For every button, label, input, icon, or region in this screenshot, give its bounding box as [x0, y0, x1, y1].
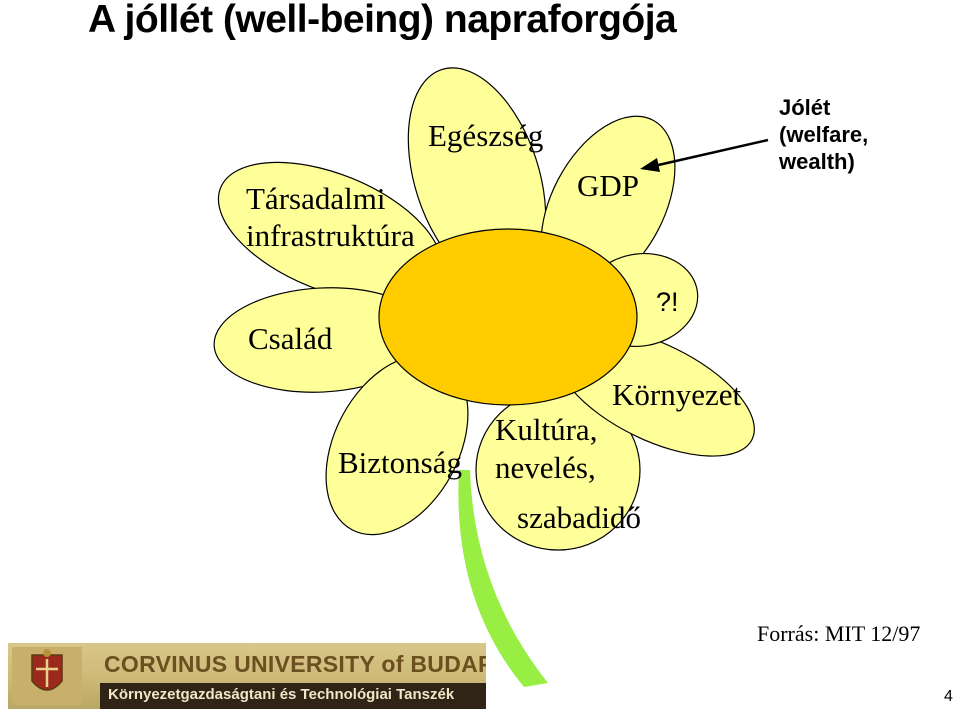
page-title: A jóllét (well-being) napraforgója [88, 0, 677, 41]
label-csalad: Család [248, 321, 333, 356]
university-crest-icon [12, 647, 82, 705]
sunflower-stem [458, 470, 548, 687]
label-gdp: GDP [577, 168, 640, 203]
department-name: Környezetgazdaságtani és Technológiai Ta… [108, 686, 455, 703]
label-tarsadalmi-line2: infrastruktúra [246, 218, 415, 253]
page-number: 4 [944, 688, 953, 705]
label-biztonsag: Biztonság [338, 445, 462, 480]
label-question: ?! [656, 287, 679, 317]
department-bar [100, 683, 486, 709]
label-kultura-line2: nevelés, [495, 450, 596, 485]
label-kornyezet: Környezet [612, 377, 742, 412]
welfare-line1: Jólét [779, 95, 831, 120]
label-kultura-line1: Kultúra, [495, 412, 598, 447]
welfare-line2: (welfare, [779, 122, 869, 147]
welfare-line3: wealth) [779, 149, 855, 174]
welfare-arrow [653, 138, 769, 168]
sunflower-center [378, 228, 638, 406]
source-citation: Forrás: MIT 12/97 [757, 621, 921, 646]
label-tarsadalmi-line1: Társadalmi [246, 181, 386, 216]
label-kultura-line3: szabadidő [517, 500, 641, 535]
label-egeszseg: Egészség [428, 118, 544, 153]
arrow-head [640, 158, 660, 172]
welfare-note: Jólét (welfare, wealth) [779, 94, 868, 175]
university-banner: CORVINUS UNIVERSITY of BUDAPEST Környeze… [8, 643, 486, 709]
university-name: CORVINUS UNIVERSITY of BUDAPEST [104, 651, 486, 677]
